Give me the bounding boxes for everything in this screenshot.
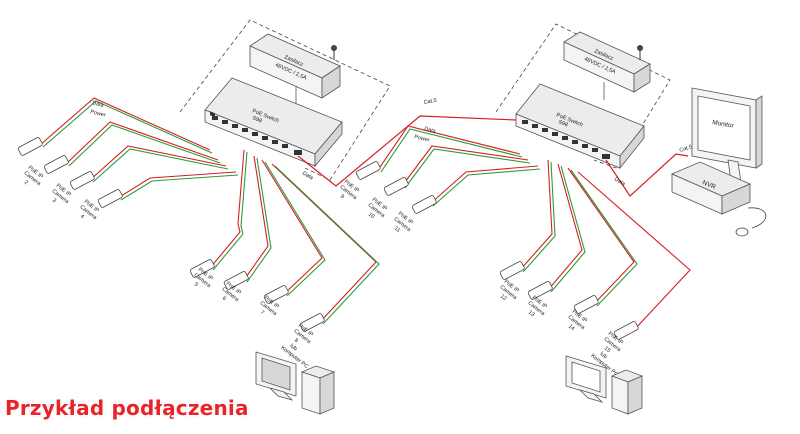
- left-system: Zasilacz 48VDC / 2,5A PoE Switch S98: [17, 19, 517, 415]
- left-enclosure-dashed: [179, 19, 391, 181]
- right-cat5-label: Cat.5: [423, 98, 437, 106]
- pc-icon: [565, 355, 644, 415]
- caption-title: Przykład podłączenia: [5, 396, 249, 420]
- svg-text:4: 4: [79, 214, 85, 221]
- svg-text:5: 5: [193, 282, 199, 289]
- svg-text:13: 13: [527, 310, 536, 318]
- ip-camera-icon: [17, 137, 325, 332]
- right-nvr-cable: [605, 153, 689, 197]
- svg-text:lub: lub: [289, 343, 298, 352]
- right-data-label-2: Data: [613, 177, 627, 188]
- monitor-label: Monitor: [712, 119, 735, 130]
- power-supply-icon: Zasilacz 48VDC / 2,5A: [249, 33, 341, 104]
- left-camera-labels: PoE IP Camera 2 PoE IP Camera 3 PoE IP C…: [22, 165, 314, 370]
- svg-text:6: 6: [221, 296, 227, 303]
- left-uplink-cable: [297, 115, 517, 187]
- right-camera-labels: PoE IP Camera 9 PoE IP Camera 10 PoE IP …: [338, 179, 624, 378]
- right-port-row: [522, 120, 610, 159]
- left-cables-upper: [39, 97, 239, 201]
- left-port-row: [212, 116, 302, 155]
- left-switch-label-2: S98: [251, 115, 262, 124]
- svg-text:2: 2: [23, 180, 29, 187]
- svg-text:10: 10: [367, 212, 376, 220]
- right-enclosure-dashed: [495, 23, 671, 169]
- left-data-label-2: Data: [301, 171, 315, 182]
- left-data-label: Data: [92, 100, 106, 109]
- nvr-icon: NVR: [670, 161, 752, 215]
- svg-text:14: 14: [567, 324, 576, 332]
- monitor-icon: Monitor: [691, 87, 763, 191]
- left-power-label: Power: [90, 109, 107, 119]
- svg-text:11: 11: [393, 226, 401, 234]
- right-power-label: Power: [414, 134, 431, 144]
- svg-text:12: 12: [499, 294, 508, 302]
- svg-text:lub: lub: [599, 351, 608, 360]
- right-data-label: Data: [424, 126, 438, 135]
- left-cables-lower: [209, 149, 380, 325]
- power-supply-icon: Zasilacz 48VDC / 2,5A: [563, 31, 651, 100]
- pc-icon: [255, 351, 336, 415]
- right-cables-lower: [519, 159, 691, 331]
- mouse-icon: [735, 207, 767, 237]
- right-system: Zasilacz 48VDC / 2,5A PoE Switch S98: [338, 23, 767, 415]
- right-cat5-label-2: Cat.5: [679, 144, 693, 154]
- right-switch-label-2: S98: [557, 119, 568, 128]
- left-switch-ports: [210, 111, 215, 118]
- svg-text:8: 8: [293, 338, 299, 345]
- svg-text:9: 9: [339, 194, 345, 201]
- svg-text:15: 15: [603, 346, 612, 354]
- svg-text:7: 7: [259, 310, 265, 317]
- svg-text:3: 3: [51, 198, 57, 205]
- right-cables-upper: [377, 125, 541, 207]
- ip-camera-icon: [355, 161, 639, 340]
- poe-switch-icon: PoE Switch S98: [515, 83, 645, 170]
- nvr-label: NVR: [701, 179, 717, 191]
